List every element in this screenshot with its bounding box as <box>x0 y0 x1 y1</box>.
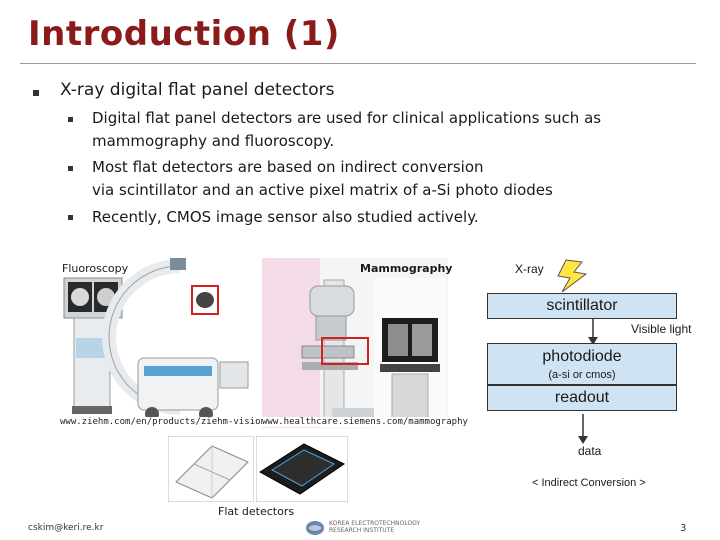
lightning-icon <box>557 259 588 293</box>
fluoroscopy-photo <box>60 258 260 428</box>
mammography-device-illustration <box>262 258 448 428</box>
indirect-conversion-caption: < Indirect Conversion > <box>532 477 646 489</box>
bullet-xray-detectors: X-ray digital flat panel detectors <box>60 80 335 100</box>
author-email: cskim@keri.re.kr <box>28 523 104 533</box>
institute-name: KOREA ELECTROTECHNOLOGY RESEARCH INSTITU… <box>329 520 420 534</box>
mammography-photo <box>262 258 448 428</box>
bullet-marker <box>33 90 39 96</box>
sub-bullet-marker <box>68 117 73 122</box>
sub-bullet-3: Recently, CMOS image sensor also studied… <box>92 208 479 226</box>
institute-logo: KOREA ELECTROTECHNOLOGY RESEARCH INSTITU… <box>305 519 425 537</box>
mammography-source-url: www.healthcare.siemens.com/mammography <box>262 417 468 427</box>
photodiode-type-label: (a-si or cmos) <box>548 369 616 381</box>
photodiode-label: photodiode <box>542 348 622 365</box>
readout-box: readout <box>487 385 677 411</box>
data-label: data <box>578 444 602 458</box>
sub-bullet-2-line2: via scintillator and an active pixel mat… <box>92 181 553 199</box>
flat-detectors-label: Flat detectors <box>218 505 295 518</box>
flat-detector-white-photo <box>167 435 255 503</box>
title-divider <box>20 63 696 64</box>
slide-title: Introduction (1) <box>28 14 340 54</box>
flat-detector-black-photo <box>255 435 349 503</box>
sub-bullet-1-line1: Digital flat panel detectors are used fo… <box>92 109 602 127</box>
sub-bullet-marker <box>68 215 73 220</box>
sub-bullet-1: Digital flat panel detectors are used fo… <box>92 107 601 153</box>
visible-light-label: Visible light <box>631 322 692 336</box>
arrow-down-icon <box>578 414 588 444</box>
sub-bullet-2: Most flat detectors are based on indirec… <box>92 156 553 202</box>
arrow-down-icon <box>588 319 598 345</box>
institute-name-line1: KOREA ELECTROTECHNOLOGY <box>329 520 421 527</box>
institute-emblem-icon <box>306 521 324 535</box>
sub-bullet-1-line2: mammography and fluoroscopy. <box>92 132 335 150</box>
scintillator-box: scintillator <box>487 293 677 319</box>
flat-detector-white-illustration <box>167 435 255 503</box>
institute-name-line2: RESEARCH INSTITUTE <box>329 527 395 534</box>
xray-label: X-ray <box>515 262 544 276</box>
fluoroscopy-device-illustration <box>60 258 260 428</box>
fluoroscopy-source-url: www.ziehm.com/en/products/ziehm-vision-r <box>60 417 277 427</box>
sub-bullet-marker <box>68 166 73 171</box>
flat-detector-black-illustration <box>255 435 349 503</box>
fluoroscopy-label: Fluoroscopy <box>62 262 129 275</box>
page-number: 3 <box>680 523 687 534</box>
sub-bullet-2-line1: Most flat detectors are based on indirec… <box>92 158 484 176</box>
photodiode-box: photodiode (a-si or cmos) <box>487 343 677 385</box>
mammography-label: Mammography <box>360 262 453 275</box>
